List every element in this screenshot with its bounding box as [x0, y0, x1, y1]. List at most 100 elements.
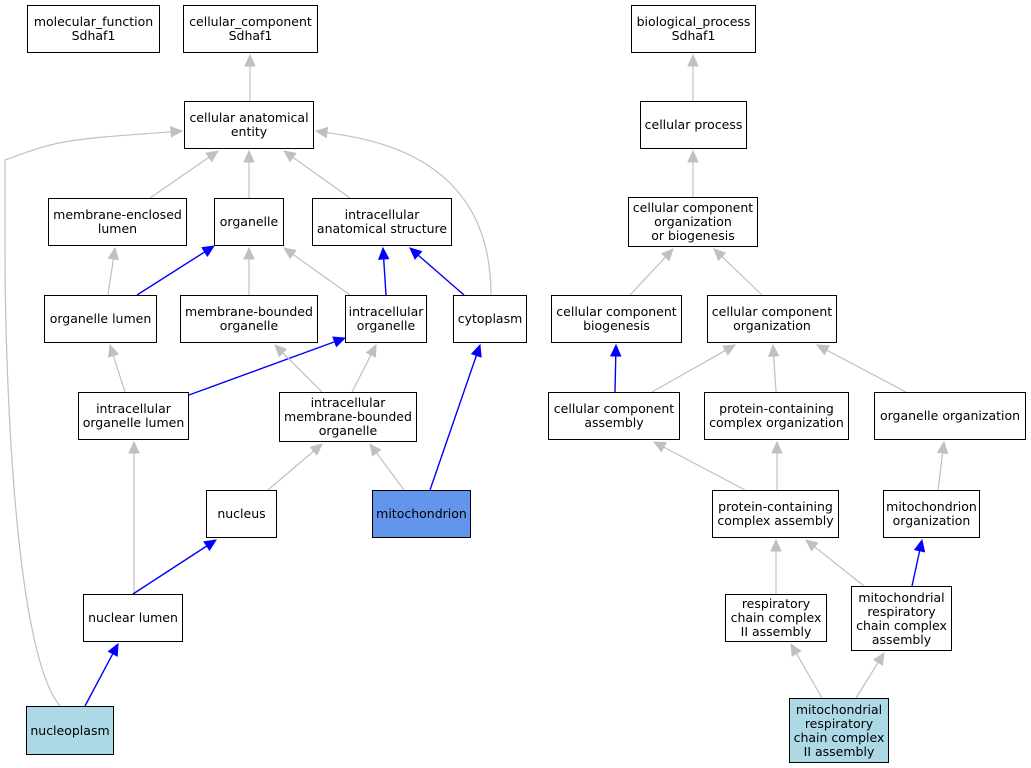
- term-label-line: respiratory: [804, 715, 874, 731]
- term-node-nucleoplasm[interactable]: nucleoplasm: [26, 706, 114, 755]
- edge-cc_biogenesis-to-cc_org_or_biogenesis: [629, 248, 674, 296]
- edge-line: [911, 550, 921, 587]
- edge-organelle_organization-to-cc_organization: [815, 344, 907, 393]
- term-label-line: nuclear lumen: [88, 610, 178, 625]
- term-label: nucleoplasm: [30, 723, 109, 738]
- term-label-line: or biogenesis: [651, 228, 735, 243]
- edge-mitochondrion-to-cytoplasm: [429, 343, 482, 491]
- term-label-line: membrane-bounded: [185, 304, 313, 319]
- arrowhead-icon: [243, 246, 255, 260]
- term-label-line: protein-containing: [718, 499, 833, 514]
- term-label-line: II assembly: [803, 743, 875, 759]
- arrowhead-icon: [936, 440, 949, 455]
- term-node-cytoplasm[interactable]: cytoplasm: [453, 295, 527, 343]
- edge-organelle_lumen-to-membrane_enclosed_lumen: [107, 246, 120, 296]
- term-node-mitochondrion[interactable]: mitochondrion: [372, 490, 471, 538]
- edge-line: [149, 156, 210, 199]
- edge-line: [292, 253, 351, 296]
- term-node-nuclear-lumen[interactable]: nuclear lumen: [83, 594, 183, 642]
- arrowhead-icon: [314, 126, 329, 139]
- term-node-organelle-lumen[interactable]: organelle lumen: [44, 295, 157, 343]
- edge-line: [4, 131, 172, 707]
- term-label-line: cellular component: [553, 401, 675, 416]
- edge-cellular_anatomical_entity-to-cellular_component: [244, 53, 256, 101]
- term-label-line: chain complex: [730, 610, 822, 625]
- term-label-line: nucleus: [217, 506, 266, 521]
- term-label-line: organelle organization: [879, 408, 1021, 423]
- edge-line: [773, 355, 777, 393]
- term-label-line: respiratory: [867, 603, 936, 619]
- term-label-line: chain complex: [856, 617, 947, 633]
- arrowhead-icon: [107, 642, 119, 657]
- term-label-line: molecular_function: [33, 14, 154, 29]
- edge-mitochondrion-to-intracellular_membrane_bounded_organelle: [369, 443, 405, 491]
- term-label-line: intracellular: [344, 207, 420, 222]
- term-label: organelle lumen: [50, 312, 152, 326]
- edge-line: [629, 256, 666, 296]
- term-label-line: complex assembly: [717, 513, 834, 528]
- edge-nuclear_lumen-to-intracellular_organelle_lumen: [128, 440, 140, 594]
- term-node-nucleus[interactable]: nucleus: [206, 490, 277, 538]
- term-node-cellular-process[interactable]: cellular process: [640, 101, 747, 149]
- edge-nucleus-to-intracellular_membrane_bounded_organelle: [267, 443, 323, 491]
- edge-protein_complex_assembly-to-cc_assembly: [652, 441, 746, 491]
- term-label-line: II assembly: [740, 624, 812, 639]
- arrowhead-icon: [309, 443, 323, 456]
- arrowhead-icon: [790, 642, 802, 657]
- edge-cc_assembly-to-cc_organization: [651, 344, 737, 393]
- edge-line: [132, 545, 208, 595]
- arrowhead-icon: [873, 651, 885, 666]
- arrowhead-icon: [805, 539, 819, 552]
- arrowhead-icon: [815, 344, 830, 356]
- term-label-line: Sdhaf1: [71, 28, 116, 43]
- term-label-line: Sdhaf1: [671, 28, 716, 43]
- arrowhead-icon: [128, 440, 140, 454]
- term-label-line: cellular component: [632, 200, 754, 215]
- edge-line: [188, 341, 335, 396]
- arrowhead-icon: [283, 150, 297, 163]
- arrowhead-icon: [652, 441, 667, 453]
- edge-line: [721, 256, 763, 296]
- edge-line: [855, 662, 879, 699]
- edge-line: [84, 653, 114, 707]
- edge-intracellular_membrane_bounded_organelle-to-membrane_bounded_organelle: [274, 344, 323, 393]
- term-label-line: mitochondrial: [795, 701, 883, 717]
- term-node-organelle[interactable]: organelle: [214, 198, 284, 246]
- term-label-line: intracellular: [96, 401, 171, 416]
- term-label: organelle organization: [880, 409, 1020, 423]
- edge-cc_assembly-to-cc_biogenesis: [609, 343, 622, 393]
- edge-membrane_bounded_organelle-to-organelle: [243, 246, 255, 295]
- term-label-line: organelle: [219, 214, 279, 229]
- term-label-line: cytoplasm: [457, 311, 523, 326]
- arrowhead-icon: [244, 53, 256, 67]
- term-node-organelle-organization[interactable]: organelle organization: [874, 392, 1026, 440]
- term-label: cytoplasm: [458, 312, 523, 326]
